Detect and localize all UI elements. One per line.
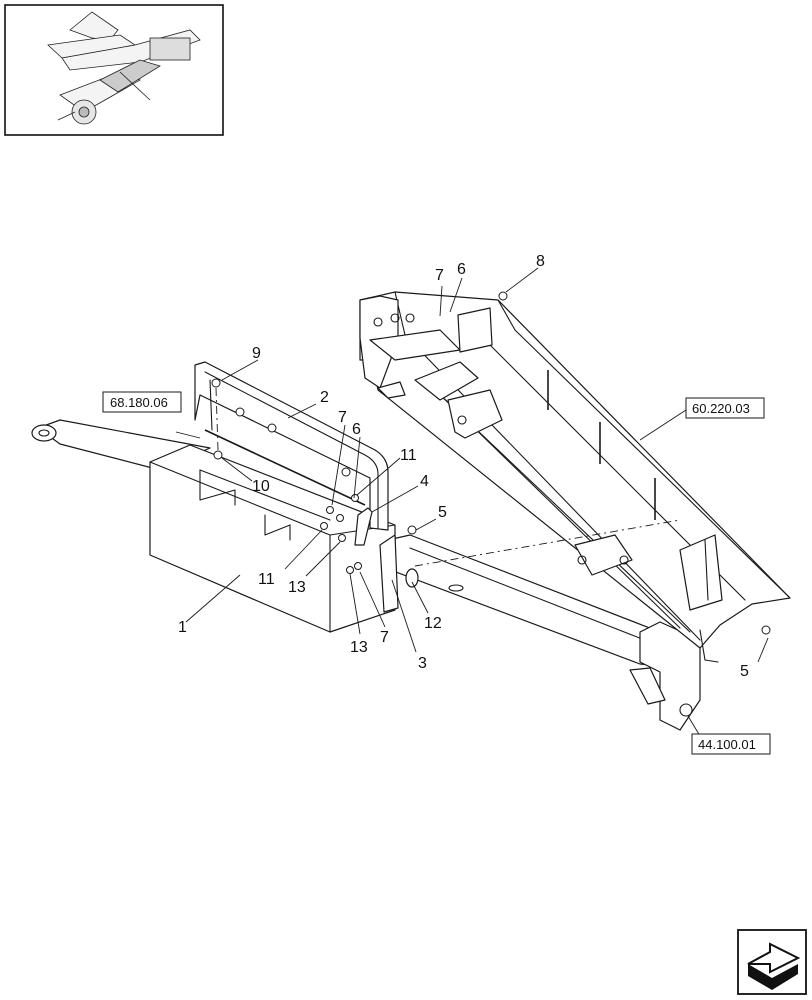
ref-box-44-100-01[interactable]: 44.100.01 [691, 733, 771, 755]
callout-6b: 6 [457, 261, 466, 278]
callout-5b: 5 [740, 663, 749, 680]
leader-lines [175, 267, 769, 737]
callout-11b: 11 [258, 571, 275, 588]
machine-overview-thumbnail[interactable] [4, 4, 224, 136]
next-page-arrow-icon[interactable] [737, 929, 807, 995]
bolt-alignment-line [215, 387, 219, 451]
ref-box-60-220-03[interactable]: 60.220.03 [685, 397, 765, 419]
feed-chute-frame [359, 291, 791, 663]
callout-4: 4 [420, 473, 429, 490]
callout-3: 3 [418, 655, 427, 672]
callout-2: 2 [320, 389, 329, 406]
callout-7c: 7 [380, 629, 389, 646]
callout-12: 12 [424, 615, 442, 632]
callout-8: 8 [536, 253, 545, 270]
callout-11: 11 [400, 447, 417, 464]
callout-5: 5 [438, 504, 447, 521]
drawbar-tongue [31, 419, 701, 731]
callout-7: 7 [338, 409, 347, 426]
shield-panel [194, 361, 389, 531]
svg-text:60.220.03: 60.220.03 [692, 401, 750, 416]
callout-13b: 13 [350, 639, 368, 656]
callout-13: 13 [288, 579, 306, 596]
callout-10: 10 [252, 478, 270, 495]
callout-labels: 1 2 3 4 5 5 6 6 7 7 7 8 9 10 11 11 12 13… [178, 253, 749, 680]
callout-6: 6 [352, 421, 361, 438]
callout-1: 1 [178, 619, 187, 636]
mounting-bracket [354, 507, 399, 613]
callout-9: 9 [252, 345, 261, 362]
ref-box-68-180-06[interactable]: 68.180.06 [102, 391, 182, 413]
svg-text:44.100.01: 44.100.01 [698, 737, 756, 752]
svg-text:68.180.06: 68.180.06 [110, 395, 168, 410]
callout-7b: 7 [435, 267, 444, 284]
